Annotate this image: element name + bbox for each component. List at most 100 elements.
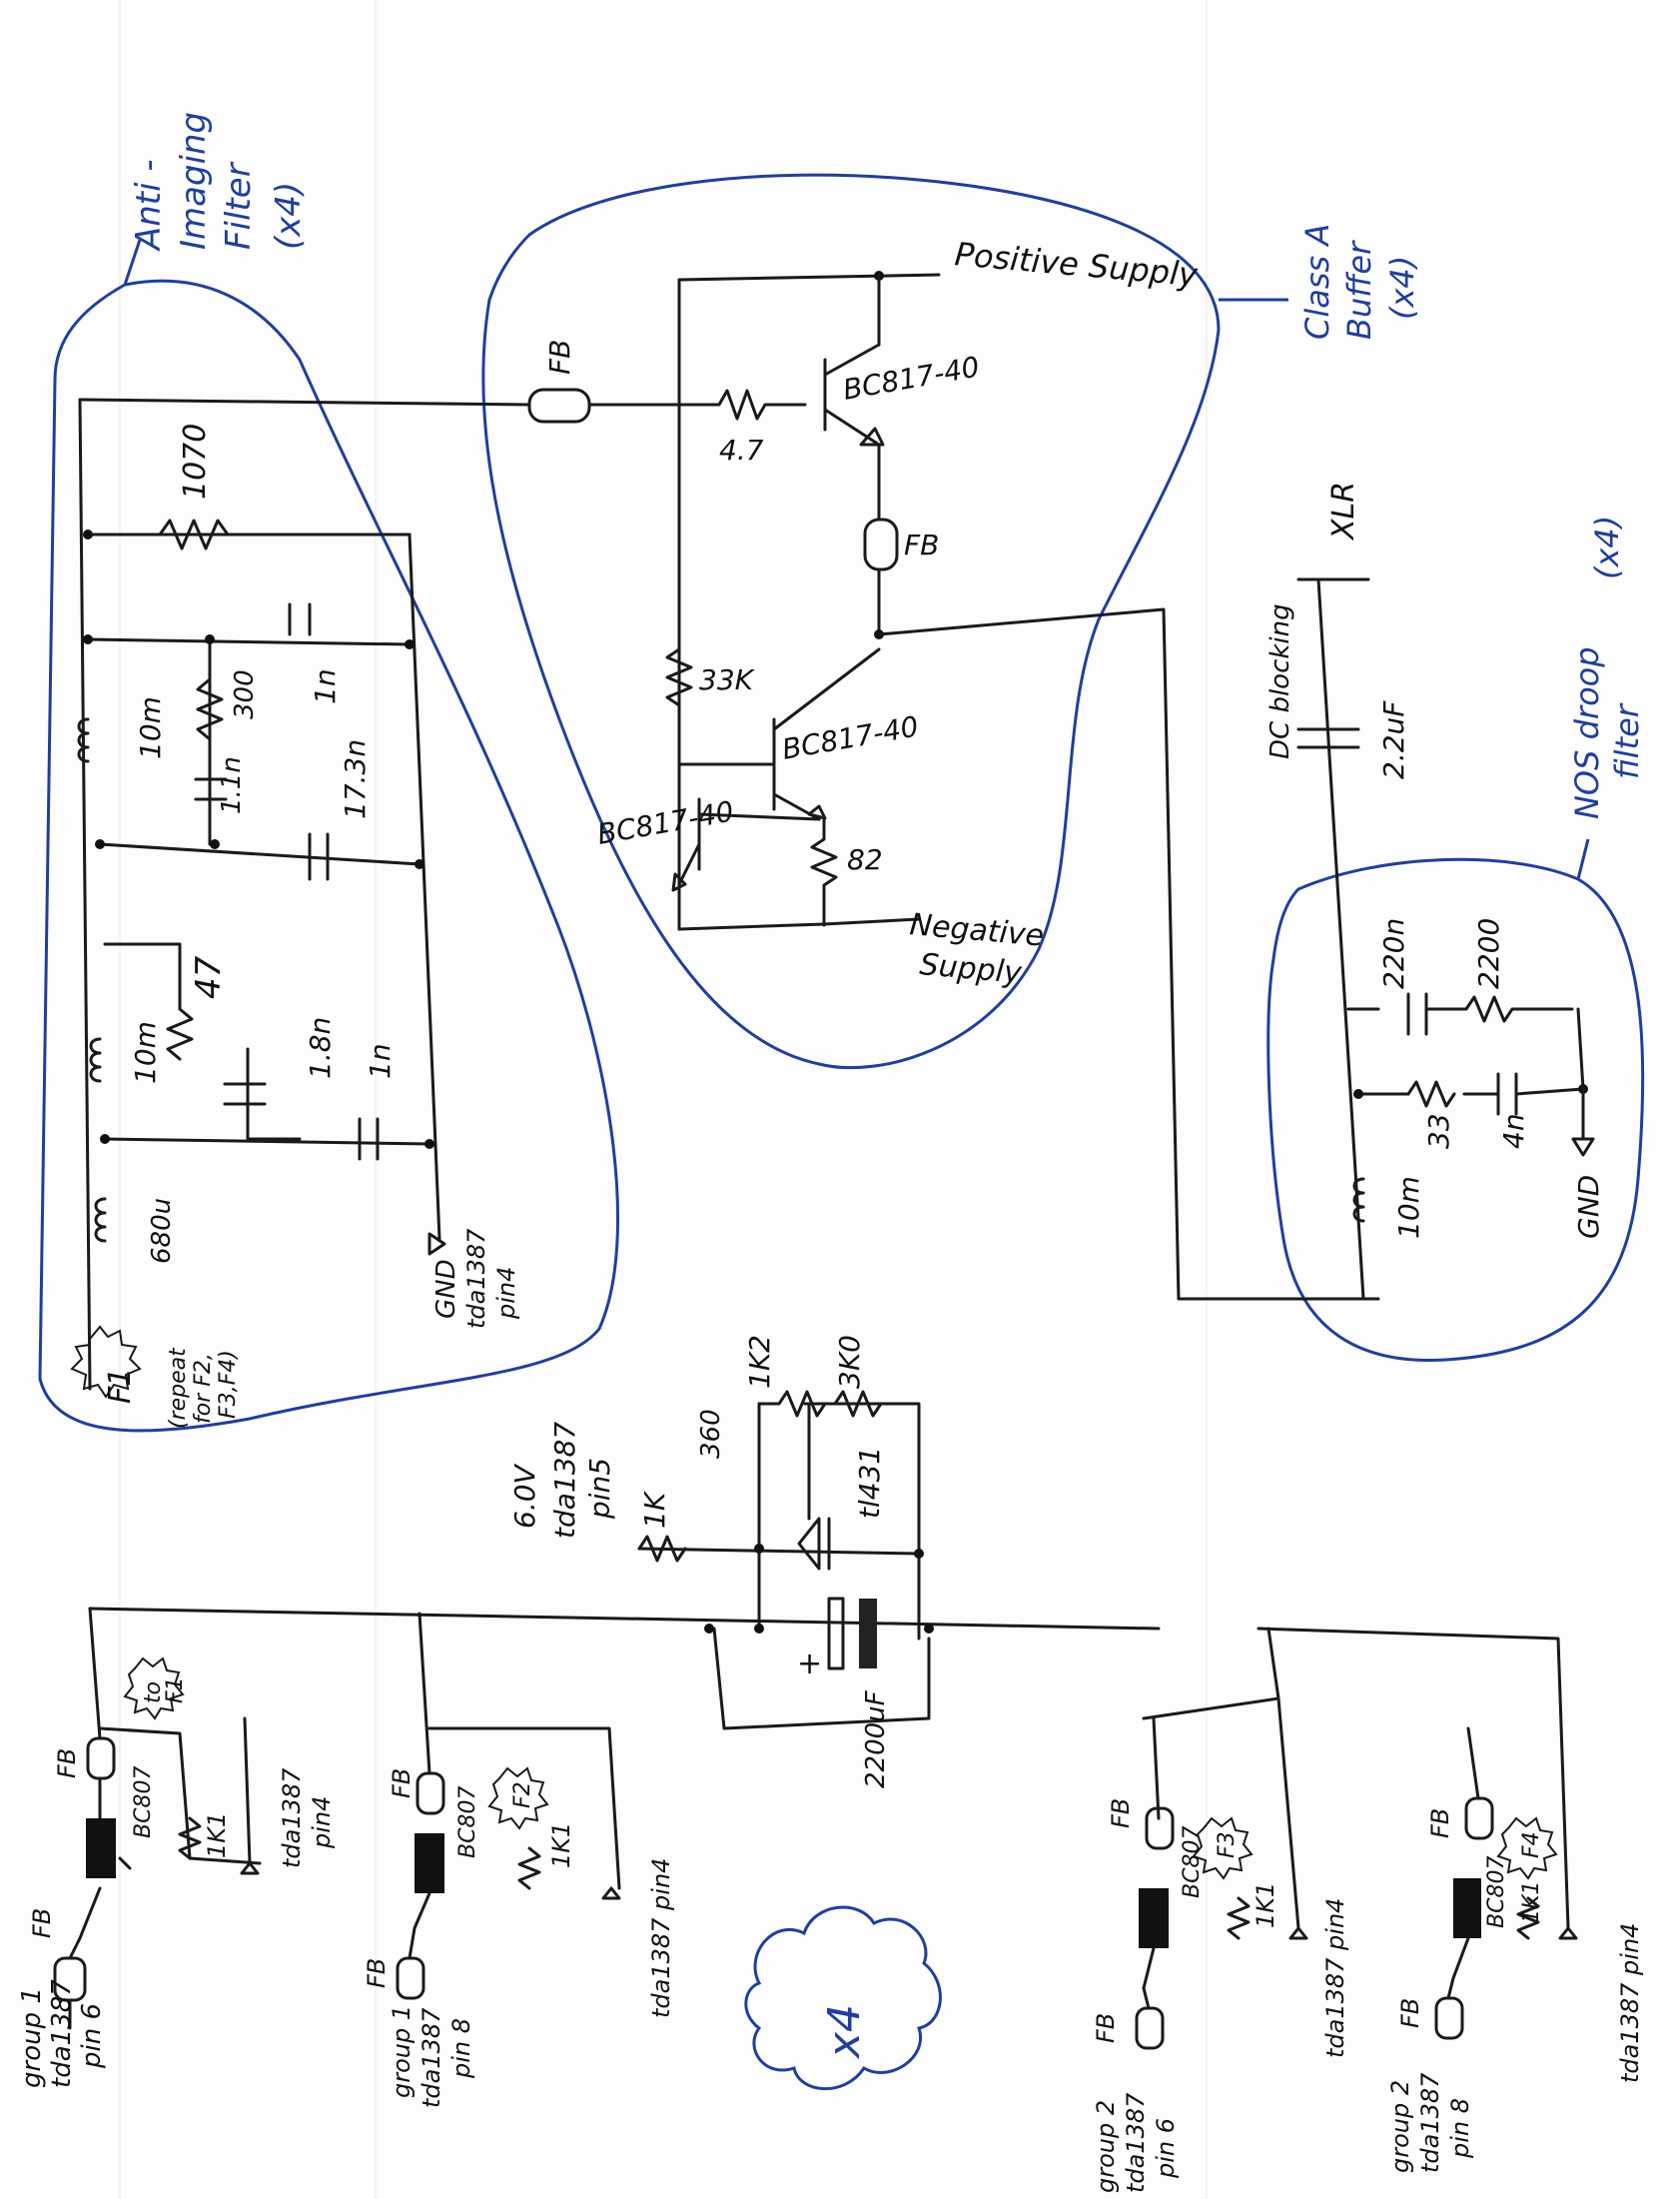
label-c-1-1n: 1.1n: [217, 756, 247, 814]
title-class-a-1: Class A: [1298, 224, 1336, 340]
label-c-1-8n: 1.8n: [304, 1017, 337, 1079]
fb-stage2-lower: [396, 1956, 425, 2000]
ferrite-bead-output: [863, 518, 899, 571]
label-in2-bc807: BC807: [455, 1786, 480, 1858]
label-gnd-filter-chip: tda1387: [462, 1228, 490, 1329]
resistor-33k: [665, 647, 693, 707]
tl431-symbol: [797, 1517, 831, 1571]
label-ref-pin-1: tda1387: [548, 1422, 581, 1539]
label-tl431: tl431: [853, 1447, 886, 1519]
label-gnd-filter-pin: pin4: [492, 1267, 520, 1320]
label-gnd-filter: GND: [431, 1259, 461, 1319]
pin4-arrow-stage1: [240, 1861, 260, 1875]
resistor-1k1-stage4: [1516, 1896, 1540, 1940]
input-stage-1: [53, 1607, 262, 2030]
title-anti-2: Imaging: [174, 112, 214, 250]
label-repeat-3: F3,F4): [216, 1350, 241, 1419]
label-in4-group: group 2: [1386, 2080, 1414, 2173]
label-c-1n-bottom: 1n: [364, 1043, 397, 1079]
label-l-10m-2: 10m: [129, 1021, 162, 1084]
label-in2-1k1: 1K1: [547, 1822, 575, 1868]
filter-ground-rail: [408, 533, 441, 1241]
label-r-1070: 1070: [178, 424, 213, 500]
label-l-10m-1: 10m: [134, 696, 167, 759]
resistor-360: [757, 1390, 887, 1418]
fb-stage4-upper: [1464, 1796, 1494, 1840]
inductor-10m-1: [77, 717, 90, 763]
label-c-17-3n: 17.3n: [339, 739, 372, 819]
label-in2-fb2: FB: [363, 1958, 391, 1988]
label-q-low: BC817-40: [594, 794, 736, 850]
anti-imaging-labels: 1070 300 1n 1.1n 17.3n 10m 47 1.8n 1n 10…: [103, 424, 520, 1429]
input-stage-4: [1257, 1627, 1578, 2040]
x4-cloud-boundary: [744, 1905, 942, 2091]
nos-labels: XLR DC blocking 2.2uF 220n 2200 33 4n 10…: [1265, 482, 1605, 1239]
fb-stage3-upper: [1145, 1806, 1175, 1850]
tag-f2: [487, 1766, 549, 1830]
label-in3-group: group 2: [1092, 2100, 1120, 2193]
blue-titles: Anti - Imaging Filter (x4) Class A Buffe…: [129, 112, 1646, 2060]
label-in4-chip: tda1387: [1416, 2072, 1444, 2173]
label-r-47: 47: [189, 955, 229, 999]
label-in1-pin4-a: tda1387: [278, 1767, 306, 1868]
resistor-4-7: [677, 389, 807, 421]
label-in2-group: group 1: [388, 2005, 416, 2098]
nos-filter-boundary: [1266, 857, 1645, 1362]
input-stage-3: [1135, 1627, 1308, 2050]
label-in1-bc807: BC807: [131, 1766, 156, 1838]
resistor-1k: [637, 1535, 687, 1563]
ground-symbol-filter: [427, 1232, 446, 1256]
inductor-680u: [94, 1197, 107, 1243]
label-repeat-2: for F2,: [191, 1353, 216, 1424]
inductor-10m-nos: [1352, 1177, 1365, 1223]
class-a-buffer-boundary: [481, 173, 1221, 1070]
label-in2-fb1: FB: [388, 1768, 416, 1798]
cloud-x4: x4: [819, 2004, 870, 2060]
filter-left-rail: [78, 398, 92, 1391]
label-c-1n-top: 1n: [309, 668, 342, 704]
title-anti-4: (x4): [269, 182, 309, 250]
inductor-10m-2: [89, 1037, 102, 1083]
label-r-3k0: 3K0: [833, 1335, 866, 1389]
label-in4-pin: pin 8: [1446, 2098, 1474, 2159]
label-6v: 6.0V: [508, 1463, 541, 1529]
title-nos-1: NOS droop: [1568, 646, 1606, 819]
reference-labels: 6.0V tda1387 pin5 1K 360 1K2 3K0 tl431 2…: [508, 1335, 891, 1788]
anti-imaging-leader: [123, 239, 142, 286]
label-in4-fb1: FB: [1426, 1808, 1454, 1838]
fb-stage3-lower: [1135, 2006, 1165, 2050]
capacitor-4n: [1496, 1072, 1518, 1116]
pin4-arrow-stage4: [1558, 1926, 1578, 1940]
nos-droop-filter: [1296, 577, 1595, 1301]
label-in3-bc807: BC807: [1180, 1826, 1205, 1898]
capacitor-1n-bottom: [358, 1117, 380, 1161]
label-c-2-2uf: 2.2uF: [1377, 700, 1410, 779]
label-r-82: 82: [847, 843, 883, 876]
pin4-arrow-stage2: [601, 1886, 621, 1900]
input-labels: group 1 tda1387 pin 6 FB FB BC807 1K1 td…: [17, 1676, 1644, 2193]
capacitor-2200uf-plate1: [827, 1597, 845, 1670]
label-in3-fb1: FB: [1107, 1798, 1135, 1828]
label-in1-pin: pin 6: [77, 2003, 107, 2069]
label-c-220n: 220n: [1377, 918, 1410, 989]
anti-imaging-boundary: [38, 279, 620, 1433]
label-r-4-7: 4.7: [719, 434, 764, 467]
label-c-4n: 4n: [1497, 1113, 1530, 1149]
label-l-10m-nos: 10m: [1392, 1176, 1425, 1239]
label-negative-supply: Negative: [908, 907, 1045, 954]
title-anti-3: Filter: [219, 161, 259, 250]
label-gnd-nos: GND: [1572, 1175, 1605, 1239]
label-in4-1k1: 1K1: [1519, 1881, 1544, 1923]
f1-tag-starburst: [70, 1325, 142, 1399]
fb-stage2-upper: [416, 1771, 445, 1815]
label-r-33k: 33K: [699, 663, 756, 696]
label-ref-pin-2: pin5: [583, 1458, 616, 1520]
pin4-arrow-stage3: [1288, 1926, 1308, 1940]
label-in3-1k1: 1K1: [1252, 1882, 1279, 1928]
label-r-2200: 2200: [1472, 918, 1505, 989]
transistor-stage1: [86, 1818, 116, 1878]
ferrite-bead-input: [527, 388, 591, 424]
resistor-300: [196, 677, 224, 741]
resistor-1k1-stage2: [517, 1846, 541, 1890]
